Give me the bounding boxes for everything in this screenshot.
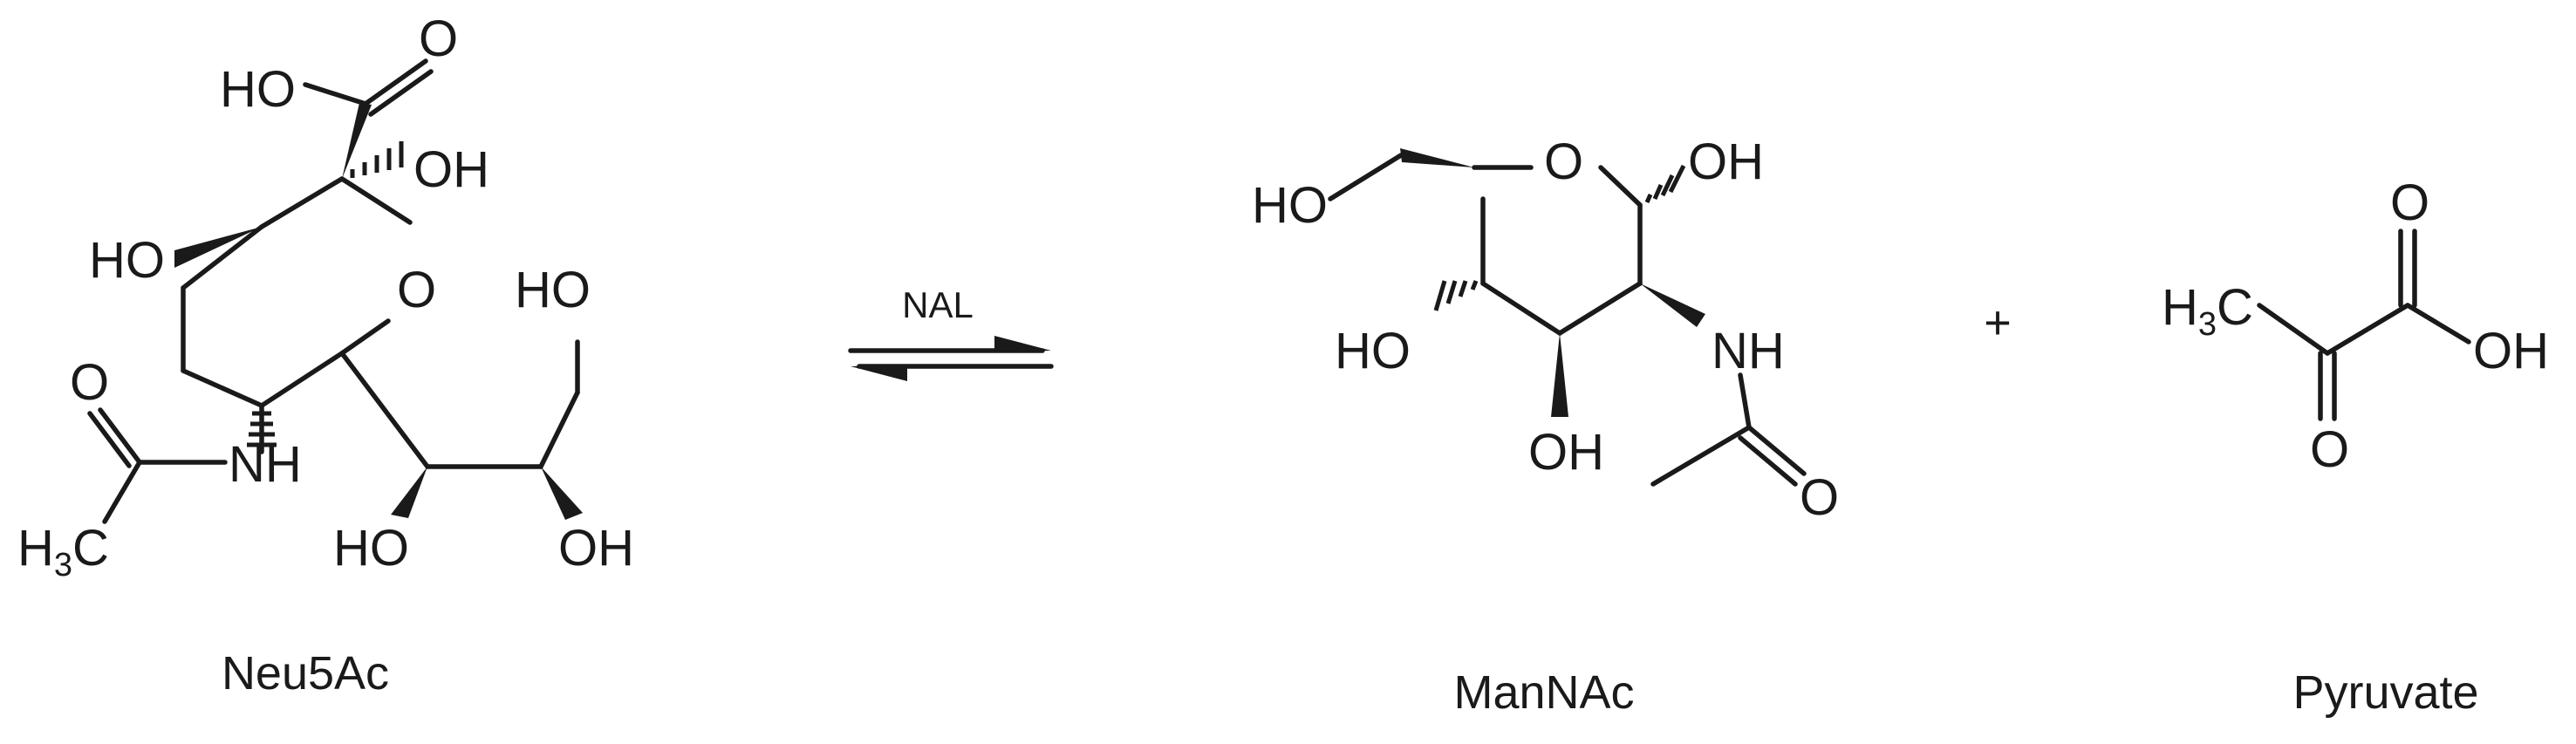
neu5ac-glycerol-oh-right: OH [558,520,634,577]
neu5ac-structure: HO O OH O HO HO O NH H3C HO OH [17,10,634,584]
neu5ac-glycerol-oh-left: HO [333,520,409,577]
pyruvate-label: Pyruvate [2292,666,2478,719]
neu5ac-carbonyl-o: O [419,10,458,67]
mannac-c4-oh: HO [1335,323,1411,379]
hashed-bond [350,141,404,178]
neu5ac-amide-nh: NH [229,436,302,493]
pyruvate-methyl: H3C [2162,279,2253,343]
mannac-structure: HO O OH HO OH NH O [1252,133,1839,526]
neu5ac-amide-o: O [70,354,109,411]
pyruvate-structure: H3C O OH O [2162,174,2549,478]
mannac-amide-o: O [1800,469,1839,526]
neu5ac-c4-oh: HO [89,232,165,289]
hashed-bond [1644,164,1686,204]
neu5ac-label: Neu5Ac [222,647,389,700]
neu5ac-ring-o: O [397,262,436,318]
mannac-label: ManNAc [1453,666,1634,719]
neu5ac-side-chain-oh: HO [515,262,591,318]
enzyme-label: NAL [902,284,974,325]
pyruvate-acid-oh: OH [2473,323,2549,379]
mannac-c6-oh: HO [1252,177,1328,234]
neu5ac-carboxyl-oh: HO [220,61,296,118]
hashed-bond [1433,280,1479,311]
neu5ac-methyl: H3C [17,520,109,584]
mannac-amide-nh: NH [1712,323,1785,379]
equilibrium-arrow [848,336,1054,381]
pyruvate-carbonyl-o: O [2390,174,2429,231]
mannac-ring-o: O [1544,133,1583,190]
mannac-anomeric-oh: OH [1688,133,1764,190]
mannac-c3-oh: OH [1528,424,1604,481]
pyruvate-keto-o: O [2310,421,2349,478]
plus-sign: + [1984,297,2012,349]
neu5ac-anomeric-oh: OH [413,141,489,198]
